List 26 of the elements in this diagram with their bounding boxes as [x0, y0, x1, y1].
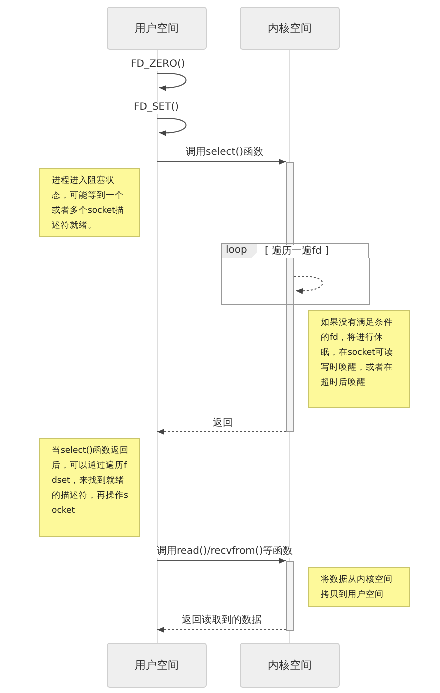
- return-message-arrow: [157, 627, 286, 633]
- return-message-arrow: [157, 429, 286, 435]
- lifeline-header: 内核空间: [240, 643, 340, 688]
- message-label: 返回读取到的数据: [181, 615, 263, 627]
- lifeline-header: 用户空间: [107, 643, 207, 688]
- message-arrow: [157, 159, 286, 165]
- note-box: 当select()函数返回后，可以通过遍历fdset，来找到就绪的描述符，再操作socket: [39, 438, 140, 537]
- note-box: 如果没有满足条件的fd，将进行休眠，在socket可读写时唤醒，或者在超时后唤醒: [308, 310, 410, 408]
- self-message-arrow: [294, 276, 324, 294]
- note-box: 将数据从内核空间拷贝到用户空间: [308, 567, 410, 607]
- message-label: 返回: [212, 418, 234, 430]
- self-message-arrow: [157, 118, 187, 136]
- message-label: FD_SET(): [133, 102, 180, 114]
- self-message-arrow: [157, 72, 187, 92]
- loop-tag: loop: [222, 244, 258, 258]
- lifeline-header: 用户空间: [107, 7, 207, 50]
- lifeline-header: 内核空间: [240, 7, 340, 50]
- loop-header: [221, 243, 369, 258]
- activation-bar: [286, 561, 294, 631]
- loop-condition: [ 遍历一遍fd ]: [264, 245, 330, 258]
- lifeline: [156, 50, 158, 643]
- note-box: 进程进入阻塞状态，可能等到一个或者多个socket描述符就绪。: [39, 168, 140, 237]
- message-label: 调用select()函数: [185, 147, 265, 159]
- message-label: FD_ZERO(): [130, 59, 186, 71]
- message-label: 调用read()/recvfrom()等函数: [156, 546, 294, 558]
- message-arrow: [157, 558, 286, 564]
